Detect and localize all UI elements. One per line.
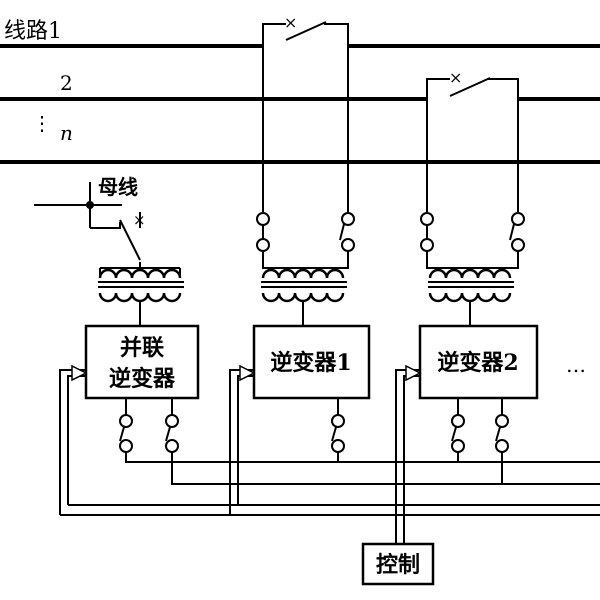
line-1-label: 线路1: [4, 19, 62, 44]
switch-mark: ×: [449, 68, 462, 87]
line-n-dots: ⋮: [32, 111, 52, 135]
control-block: [361, 542, 435, 586]
inverter-2-label: 逆变器2: [437, 350, 518, 376]
inverter-2-block: [418, 324, 539, 400]
terminal: [511, 238, 525, 252]
terminal: [420, 238, 434, 252]
inverter-2-feeder: [420, 99, 525, 269]
output-switches: [119, 398, 509, 453]
control-label: 控制: [376, 552, 420, 578]
terminal: [341, 212, 355, 226]
parallel-inverter-block: [84, 324, 200, 400]
bus-switch-blade: [119, 219, 141, 261]
output-buses: [125, 452, 600, 485]
switch-mark: ×: [133, 211, 146, 229]
inverter-1-feeder: [256, 46, 355, 269]
terminal: [511, 212, 525, 226]
inverter-1-block: [252, 324, 371, 400]
terminal: [420, 212, 434, 226]
transmission-lines: [0, 44, 600, 164]
control-bus: [60, 504, 600, 544]
bus-label: 母线: [98, 175, 138, 199]
line-1-switch: ×: [262, 13, 349, 46]
switch-mark: ×: [284, 13, 297, 32]
bus-branch: 母线 ×: [34, 175, 146, 268]
transformer-2: [428, 268, 514, 326]
bus-node: [86, 201, 94, 209]
transformer-1: [261, 268, 347, 326]
terminal: [256, 238, 270, 252]
arrow-head: [239, 364, 256, 382]
terminal: [256, 212, 270, 226]
arrow-head: [405, 364, 422, 382]
control-arrows: [59, 364, 422, 515]
terminal: [341, 238, 355, 252]
arrow-head: [71, 364, 88, 382]
transformer-parallel: [98, 267, 184, 326]
line-2-switch: ×: [426, 68, 519, 99]
more-inverters-ellipsis: …: [566, 353, 586, 377]
parallel-inverter-label-2: 逆变器: [109, 366, 176, 392]
line-2-label: 2: [60, 71, 73, 95]
inverter-1-label: 逆变器1: [270, 350, 351, 376]
parallel-inverter-label-1: 并联: [120, 335, 164, 361]
line-n-label: n: [60, 121, 73, 145]
